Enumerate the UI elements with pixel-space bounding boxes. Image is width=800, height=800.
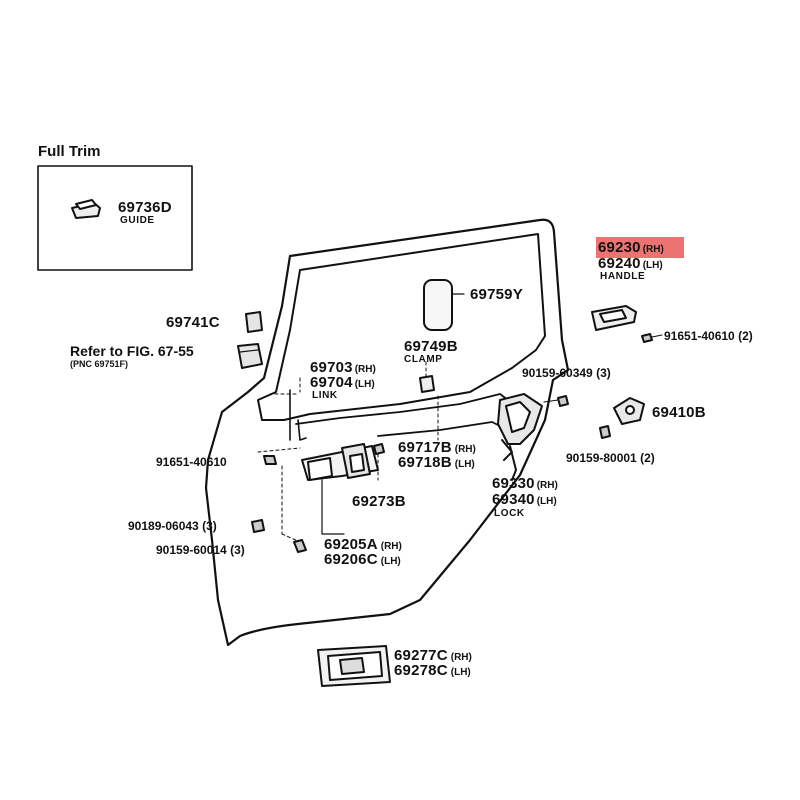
guide-part-number[interactable]: 69736D	[118, 199, 172, 216]
lock-lh-part-number[interactable]: 69340	[492, 491, 535, 508]
clamp-description: CLAMP	[404, 354, 443, 365]
link-rod-drawing	[295, 393, 509, 425]
part-69410b[interactable]: 69410B	[652, 404, 706, 421]
guide-clip-drawing	[71, 199, 101, 219]
inner-handle-rh-side: (RH)	[380, 541, 402, 552]
guide-description: GUIDE	[120, 215, 155, 226]
bezel-rh-row[interactable]: 69277C(RH)	[394, 648, 472, 664]
bezel-lh-side: (LH)	[450, 667, 471, 678]
screw-90189-06043[interactable]: 90189-06043 (3)	[128, 519, 217, 533]
rod-rh-side: (RH)	[454, 444, 476, 455]
refer-fig-pnc: (PNC 69751F)	[70, 359, 129, 369]
handle-lh-side: (LH)	[642, 260, 663, 271]
bezel-rh-side: (RH)	[450, 652, 472, 663]
rod-rh-part-number[interactable]: 69717B	[398, 439, 452, 456]
bolt-91651-left[interactable]: 91651-40610	[156, 455, 227, 469]
lock-rh-part-number[interactable]: 69330	[492, 475, 535, 492]
link-rh-part-number[interactable]: 69703	[310, 359, 353, 376]
inner-handle-rh-part-number[interactable]: 69205A	[324, 536, 378, 553]
clamp-69749b-drawing	[419, 375, 435, 393]
rod-rh-row[interactable]: 69717B(RH)	[398, 440, 476, 456]
bolt-91651-right[interactable]: 91651-40610 (2)	[664, 329, 753, 343]
refer-fig-title[interactable]: Refer to FIG. 67-55	[70, 343, 194, 359]
inner-handle-lh-side: (LH)	[380, 556, 401, 567]
lock-lh-row[interactable]: 69340(LH)	[492, 492, 557, 508]
screw-90159-80001[interactable]: 90159-80001 (2)	[566, 451, 655, 465]
handle-rh-row[interactable]: 69230(RH)	[598, 240, 664, 256]
link-rh-side: (RH)	[354, 364, 376, 375]
screw-90159-60014[interactable]: 90159-60014 (3)	[156, 543, 245, 557]
handle-description: HANDLE	[600, 271, 646, 282]
screw-90159-60014-drawing	[293, 539, 307, 553]
inner-handle-rh-row[interactable]: 69205A(RH)	[324, 537, 402, 553]
bezel-lh-row[interactable]: 69278C(LH)	[394, 663, 471, 679]
part-69749b[interactable]: 69749B	[404, 338, 458, 355]
full-trim-box	[37, 165, 193, 271]
bolt-left-drawing	[263, 455, 277, 465]
inner-handle-lh-row[interactable]: 69206C(LH)	[324, 552, 401, 568]
part-69741c[interactable]: 69741C	[166, 314, 220, 331]
lock-rh-row[interactable]: 69330(RH)	[492, 476, 558, 492]
link-rh-row[interactable]: 69703(RH)	[310, 360, 376, 376]
screw-90159-60349[interactable]: 90159-60349 (3)	[522, 366, 611, 380]
inner-handle-drawing	[301, 443, 379, 481]
handle-lh-part-number[interactable]: 69240	[598, 255, 641, 272]
screw-90189-drawing	[251, 519, 265, 533]
striker-drawing	[613, 397, 645, 425]
rod-lh-side: (LH)	[454, 459, 475, 470]
link-description: LINK	[312, 390, 338, 401]
screw-90159-80001-drawing	[599, 425, 611, 439]
part-69759y[interactable]: 69759Y	[470, 286, 523, 303]
refer-part-drawing	[237, 343, 263, 369]
handle-lh-row[interactable]: 69240(LH)	[598, 256, 663, 272]
outside-handle-drawing	[591, 305, 637, 331]
bezel-rh-part-number[interactable]: 69277C	[394, 647, 448, 664]
window-pad-drawing	[423, 279, 453, 331]
door-window-frame	[257, 233, 546, 421]
full-trim-title: Full Trim	[38, 143, 101, 160]
inner-handle-lh-part-number[interactable]: 69206C	[324, 551, 378, 568]
lock-rod-drawing	[377, 421, 505, 437]
handle-rh-side: (RH)	[642, 244, 664, 255]
link-lh-part-number[interactable]: 69704	[310, 374, 353, 391]
handle-bezel-drawing	[317, 645, 391, 687]
bolt-right-drawing	[641, 333, 653, 343]
handle-rh-part-number[interactable]: 69230	[598, 239, 641, 256]
rod-lh-row[interactable]: 69718B(LH)	[398, 455, 475, 471]
screw-90159-60349-drawing	[557, 395, 569, 407]
rod-lh-part-number[interactable]: 69718B	[398, 454, 452, 471]
link-lh-side: (LH)	[354, 379, 375, 390]
lock-lh-side: (LH)	[536, 496, 557, 507]
lock-description: LOCK	[494, 508, 525, 519]
link-lh-row[interactable]: 69704(LH)	[310, 375, 375, 391]
lock-rh-side: (RH)	[536, 480, 558, 491]
bezel-lh-part-number[interactable]: 69278C	[394, 662, 448, 679]
screw-69273b-drawing	[373, 443, 385, 455]
door-lock-drawing	[497, 393, 543, 481]
clamp-69741c-drawing	[245, 311, 263, 333]
door-outer-shell	[204, 218, 570, 647]
part-69273b[interactable]: 69273B	[352, 493, 406, 510]
handle-part-highlight	[596, 237, 684, 258]
